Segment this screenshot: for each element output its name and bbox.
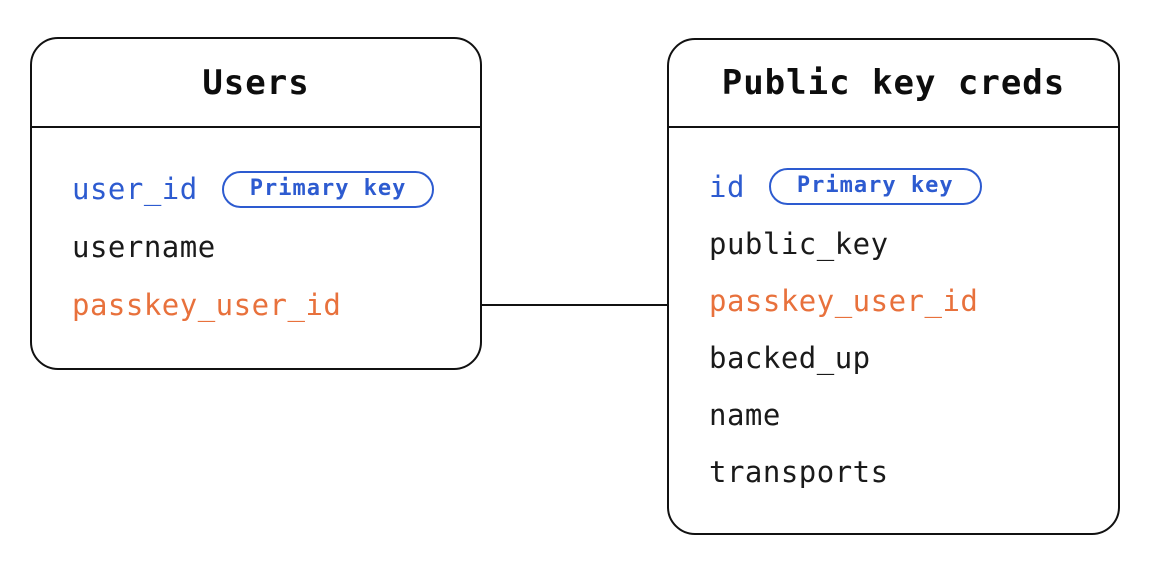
primary-key-badge: Primary key <box>768 168 982 205</box>
field-row: user_id Primary key <box>72 160 480 218</box>
field-name-id: id <box>709 169 745 204</box>
field-row: public_key <box>709 215 1118 272</box>
field-row: backed_up <box>709 329 1118 386</box>
table-title: Users <box>202 62 310 103</box>
field-name-passkey-user-id: passkey_user_id <box>72 288 342 322</box>
field-row: transports <box>709 443 1118 500</box>
relationship-line <box>481 304 668 306</box>
field-row: passkey_user_id <box>709 272 1118 329</box>
field-name-name: name <box>709 397 781 432</box>
primary-key-badge: Primary key <box>221 170 435 208</box>
table-title: Public key creds <box>721 63 1066 103</box>
table-body: id Primary key public_key passkey_user_i… <box>669 128 1118 500</box>
field-name-passkey-user-id: passkey_user_id <box>709 283 979 318</box>
table-header: Public key creds <box>669 40 1118 128</box>
field-row: username <box>72 218 480 276</box>
field-row: name <box>709 386 1118 443</box>
field-name-public-key: public_key <box>709 226 889 261</box>
field-name-transports: transports <box>709 454 889 489</box>
table-node-public-key-creds: Public key creds id Primary key public_k… <box>667 38 1120 535</box>
table-body: user_id Primary key username passkey_use… <box>32 128 480 334</box>
field-name-backed-up: backed_up <box>709 340 871 375</box>
field-name-user-id: user_id <box>72 172 198 206</box>
table-header: Users <box>32 39 480 128</box>
field-row: id Primary key <box>709 158 1118 215</box>
field-row: passkey_user_id <box>72 276 480 334</box>
table-node-users: Users user_id Primary key username passk… <box>30 37 482 370</box>
field-name-username: username <box>72 230 216 264</box>
